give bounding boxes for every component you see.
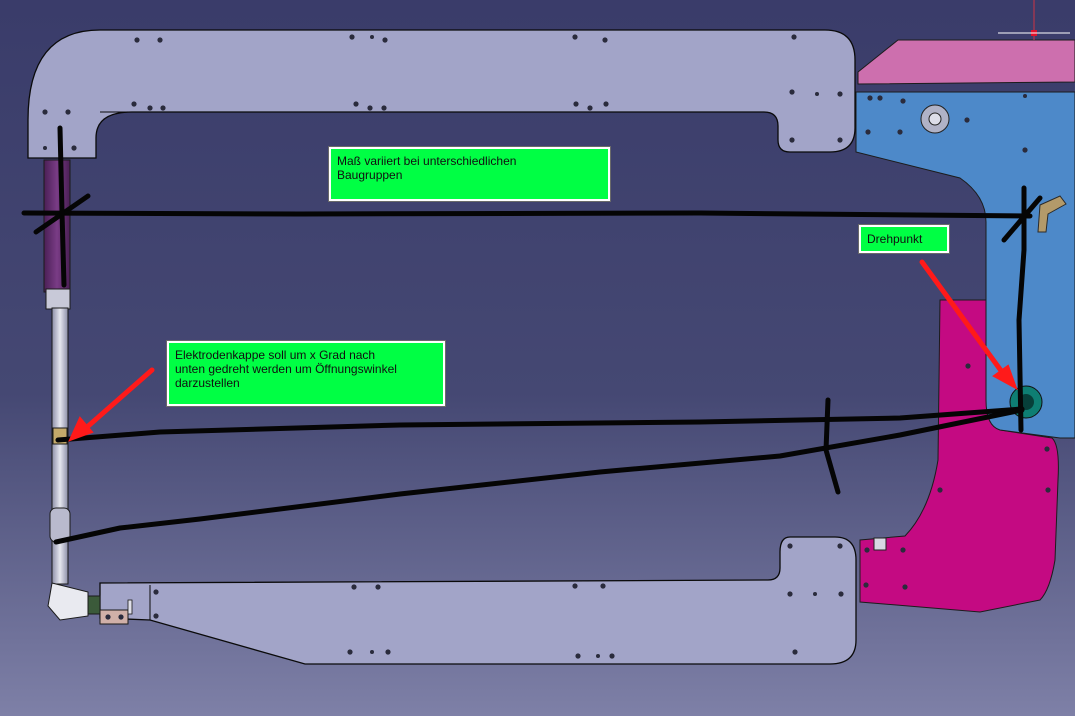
arrow-to-electrode-cap-head xyxy=(68,416,94,442)
bearing-inner xyxy=(928,112,942,126)
pivot-note: Drehpunkt xyxy=(858,224,950,254)
lower-arm-bolts xyxy=(153,363,1051,659)
sketch-left-cross-b xyxy=(57,125,67,288)
sketch-angle-tick xyxy=(823,397,841,495)
arrow-to-pivot-head xyxy=(992,364,1018,391)
upper-arm-bolts xyxy=(42,34,1028,153)
sketch-right-vertical xyxy=(1016,185,1027,433)
upper-gun-arm xyxy=(27,29,856,159)
sketch-horizontal-dimension xyxy=(21,210,1033,219)
electrode-elbow xyxy=(47,582,89,621)
magenta-bracket-block xyxy=(859,299,1059,613)
electrode-holder-ring xyxy=(49,507,71,543)
small-square-fitting xyxy=(873,537,887,551)
electrode-connector xyxy=(87,595,101,615)
annotation-arrows xyxy=(68,259,1018,442)
brass-lever xyxy=(1037,195,1067,233)
clamp-bolt-a xyxy=(105,614,111,620)
electrode-clamp xyxy=(99,609,129,625)
measurement-note: Maß variiert bei unterschiedlichen Baugr… xyxy=(328,146,611,202)
pink-housing-block xyxy=(857,39,1075,85)
electrode-cap-note: Elektrodenkappe soll um x Grad nach unte… xyxy=(166,340,446,407)
arrow-to-pivot xyxy=(919,259,1005,375)
clamp-pin xyxy=(127,599,133,615)
electrode-collar xyxy=(45,288,71,310)
sketch-upper-angle-line xyxy=(55,406,1025,443)
sketch-lower-angle-line xyxy=(53,407,1025,545)
arrow-to-electrode-cap xyxy=(83,367,155,431)
sketch-lines xyxy=(21,125,1043,545)
clamp-bolt-b xyxy=(118,614,124,620)
